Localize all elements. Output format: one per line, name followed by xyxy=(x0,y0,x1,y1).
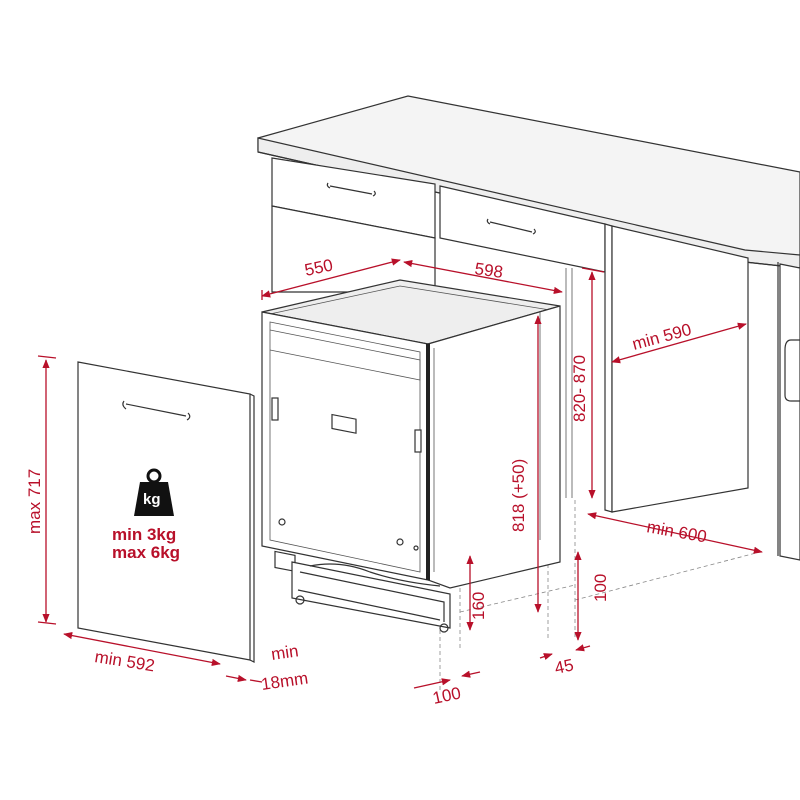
door-weight-max-label: max 6kg xyxy=(112,543,180,562)
dim-plinth-depth: 100 xyxy=(431,683,463,707)
weight-kg-icon: kg xyxy=(134,468,174,516)
door-weight-min-label: min 3kg xyxy=(112,525,176,544)
dim-appliance-height: 818 (+50) xyxy=(509,459,528,532)
dishwasher-front-frame xyxy=(261,311,429,581)
dim-door-thickness-line1: min xyxy=(270,641,300,664)
drawer-handle-icon xyxy=(326,182,376,197)
dim-niche-width: min 600 xyxy=(645,517,708,546)
dim-door-height: max 717 xyxy=(25,469,44,534)
dim-door-thickness-line2: 18mm xyxy=(260,669,309,694)
right-base-cabinet xyxy=(611,225,749,513)
dimension-lines xyxy=(37,258,763,689)
dim-width-598: 598 xyxy=(473,259,504,282)
dim-plinth-offset: 45 xyxy=(553,655,575,678)
door-handle-icon xyxy=(122,400,191,421)
drawer-handle-icon xyxy=(486,218,536,235)
dim-plinth-gap: 100 xyxy=(591,574,610,602)
dim-plinth-height: 160 xyxy=(469,592,488,620)
svg-text:kg: kg xyxy=(143,491,161,508)
decor-door-panel: kg min 3kg max 6kg xyxy=(77,361,255,663)
dim-niche-height: 820- 870 xyxy=(570,355,589,422)
dishwasher xyxy=(261,279,561,633)
dim-door-width: min 592 xyxy=(93,647,156,675)
kitchen-cabinets xyxy=(257,95,800,561)
